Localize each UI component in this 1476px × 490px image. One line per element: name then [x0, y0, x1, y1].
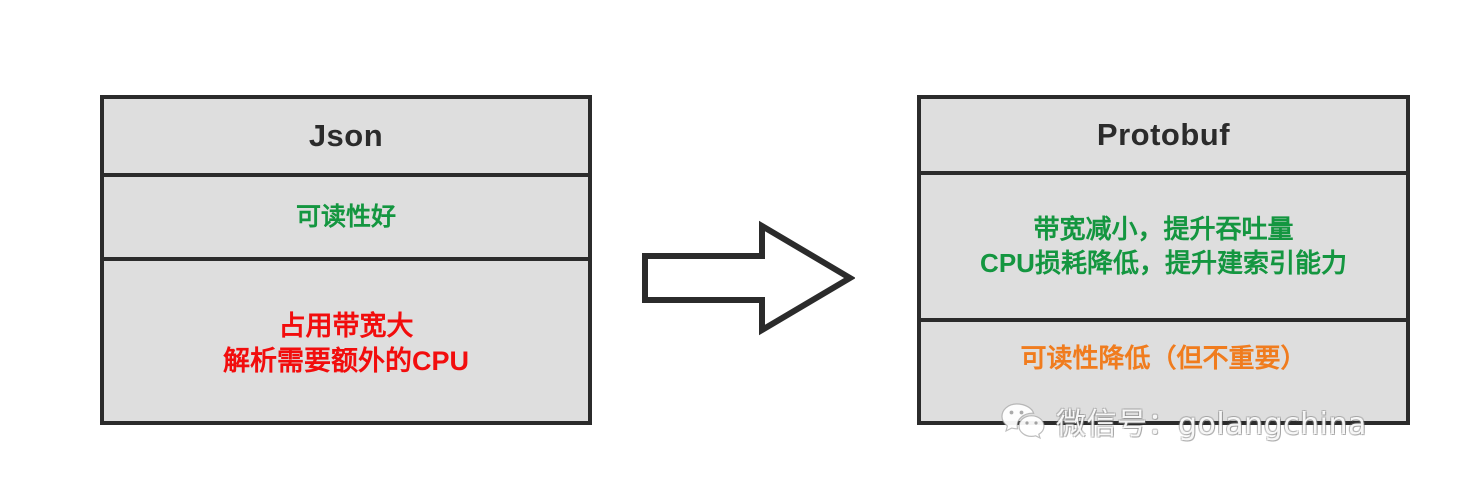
comparison-box-json: Json 可读性好 占用带宽大 解析需要额外的CPU: [100, 95, 592, 425]
box-json-pros-line-1: 可读性好: [295, 202, 396, 231]
box-json-cons-line-1: 占用带宽大: [278, 311, 414, 342]
box-json-cons-text: 占用带宽大 解析需要额外的CPU: [223, 309, 469, 378]
box-json-cons-row: 占用带宽大 解析需要额外的CPU: [104, 257, 588, 421]
box-json-title: Json: [308, 118, 384, 153]
box-protobuf-pros-text: 带宽减小，提升吞吐量 CPU损耗降低，提升建索引能力: [980, 213, 1347, 281]
box-json-pros-text: 可读性好: [296, 201, 396, 234]
box-json-pros-row: 可读性好: [104, 173, 588, 257]
box-protobuf-cons-row: 可读性降低（但不重要）: [921, 318, 1406, 421]
box-protobuf-pros-row: 带宽减小，提升吞吐量 CPU损耗降低，提升建索引能力: [921, 171, 1406, 318]
box-protobuf-title: Protobuf: [1096, 117, 1231, 152]
box-json-title-row: Json: [104, 99, 588, 173]
box-protobuf-cons-line-1: 可读性降低（但不重要）: [1020, 342, 1307, 373]
right-arrow-icon: [642, 220, 855, 336]
box-protobuf-pros-line-2: CPU损耗降低，提升建索引能力: [980, 247, 1347, 278]
box-json-cons-line-2: 解析需要额外的CPU: [222, 346, 469, 376]
box-protobuf-cons-text: 可读性降低（但不重要）: [1020, 342, 1306, 375]
box-protobuf-title-row: Protobuf: [921, 99, 1406, 171]
box-protobuf-pros-line-1: 带宽减小，提升吞吐量: [1033, 213, 1294, 244]
comparison-box-protobuf: Protobuf 带宽减小，提升吞吐量 CPU损耗降低，提升建索引能力 可读性降…: [917, 95, 1410, 425]
